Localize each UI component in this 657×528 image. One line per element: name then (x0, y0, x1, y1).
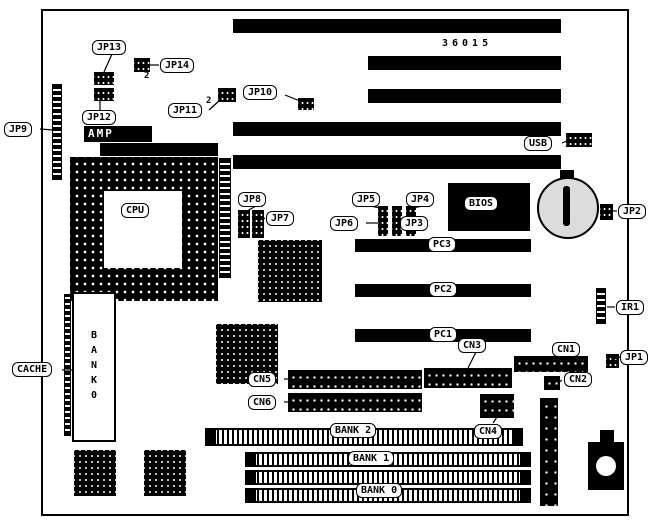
label-bank2: BANK 2 (330, 423, 377, 438)
label-jp2: JP2 (618, 204, 647, 219)
label-jp8: JP8 (238, 192, 267, 207)
jp8-jumper (238, 210, 250, 238)
cn5-connector (288, 370, 422, 389)
label-jp4: JP4 (406, 192, 435, 207)
cn6-connector (288, 393, 422, 412)
keyboard-connector (588, 442, 624, 490)
jp13-jumper (94, 72, 114, 85)
label-cn2: CN2 (564, 372, 593, 387)
jp3-jumper (392, 206, 402, 236)
usb-header (566, 133, 592, 147)
amp-regulator: AMP (84, 126, 152, 142)
label-jp5: JP5 (352, 192, 381, 207)
regulator-bar (100, 143, 218, 156)
label-cn6: CN6 (248, 395, 277, 410)
cache-bank-text: BANK0 (88, 329, 100, 405)
bios-label: BIOS (464, 196, 499, 211)
jp5-jp6-jumper (378, 206, 388, 236)
pci-slot-label-pc3: PC3 (428, 237, 457, 252)
label-jp12: JP12 (82, 110, 117, 125)
pin2-marker: 2 (206, 96, 212, 106)
jp12-jumper (94, 88, 114, 101)
label-usb: USB (524, 136, 553, 151)
label-cn3: CN3 (458, 338, 487, 353)
jp2-jumper (600, 204, 613, 220)
battery-clip (560, 170, 574, 179)
cn1-connector (514, 356, 588, 372)
label-bank1: BANK 1 (348, 451, 395, 466)
label-cn4: CN4 (474, 424, 503, 439)
isa-slot (233, 122, 561, 136)
jp9-header (52, 84, 62, 180)
isa-slot (368, 89, 561, 103)
sram-chip (144, 450, 186, 496)
label-jp3: JP3 (400, 216, 429, 231)
label-jp7: JP7 (266, 211, 295, 226)
label-jp9: JP9 (4, 122, 33, 137)
jp1-jumper (606, 354, 619, 368)
cn4-connector (480, 394, 514, 418)
isa-slot (233, 19, 561, 33)
ir1-header (596, 288, 606, 324)
label-jp11: JP11 (168, 103, 203, 118)
keyboard-connector-hole (596, 456, 616, 476)
battery-holder (563, 186, 570, 226)
label-ir1: IR1 (616, 300, 645, 315)
label-bank0: BANK 0 (356, 483, 403, 498)
isa-slot (233, 155, 561, 169)
pci-slot-label-pc1: PC1 (429, 327, 458, 342)
chipset-chip (258, 240, 322, 302)
label-jp10: JP10 (243, 85, 278, 100)
part-number: 36015 (442, 38, 493, 49)
label-jp6: JP6 (330, 216, 359, 231)
jp11-jumper (218, 88, 236, 102)
cn3-connector (424, 368, 512, 388)
cache-bank-socket: BANK0 (72, 292, 116, 442)
label-cn5: CN5 (248, 372, 277, 387)
chipset-chip (216, 324, 278, 384)
label-jp13: JP13 (92, 40, 127, 55)
regulator-heatsink (219, 158, 231, 278)
jp10-jumper (298, 98, 314, 110)
label-cn1: CN1 (552, 342, 581, 357)
cn2-connector (544, 376, 560, 390)
sram-chip (74, 450, 116, 496)
pin2-marker: 2 (144, 71, 150, 81)
pci-slot-label-pc2: PC2 (429, 282, 458, 297)
cpu-label: CPU (121, 203, 150, 218)
power-connector (540, 398, 558, 506)
label-jp14: JP14 (160, 58, 195, 73)
label-cache: CACHE (12, 362, 53, 377)
keyboard-connector-tab (600, 430, 614, 442)
cache-socket-pins (64, 294, 71, 436)
label-jp1: JP1 (620, 350, 649, 365)
cpu-socket (70, 157, 218, 301)
isa-slot (368, 56, 561, 70)
jp7-jumper (252, 210, 264, 238)
jp14-jumper (134, 58, 150, 72)
